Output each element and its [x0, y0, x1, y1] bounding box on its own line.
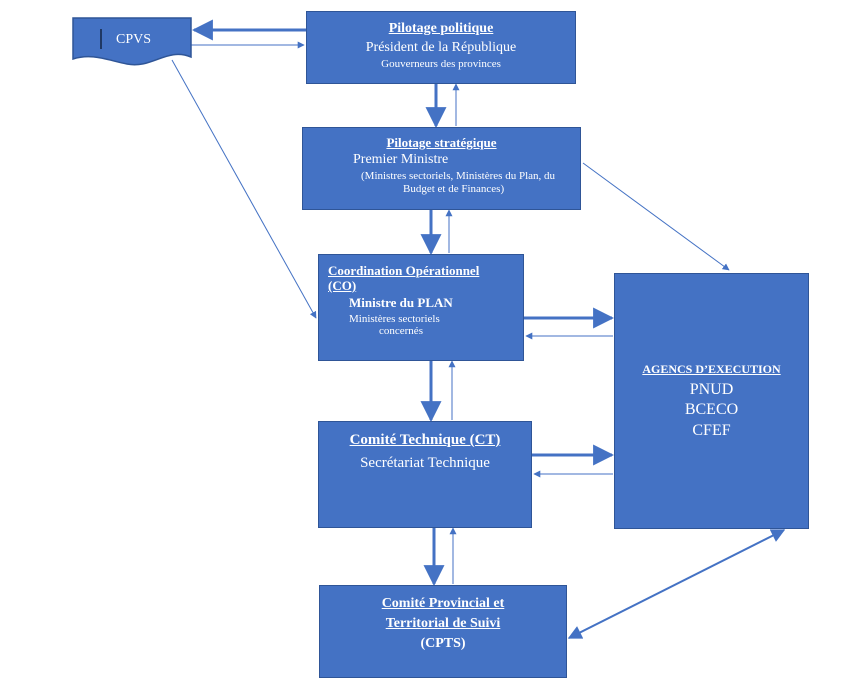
coordination-title-line2: (CO): [328, 277, 357, 293]
pilotage-politique-title: Pilotage politique: [388, 21, 494, 36]
agences-item-cfef: CFEF: [692, 421, 731, 439]
pilotage-strategique-line2: (Ministres sectoriels, Ministères du Pla…: [361, 170, 556, 183]
comite-technique-box: Comité Technique (CT) Secrétariat Techni…: [318, 421, 532, 528]
pilotage-strategique-title: Pilotage stratégique: [386, 135, 497, 150]
pilotage-strategique-line3: Budget et de Finances): [403, 182, 505, 195]
pilotage-politique-box: Pilotage politique Président de la Répub…: [306, 11, 576, 84]
cpvs-node: CPVS: [72, 17, 192, 69]
document-shape-icon: [72, 17, 192, 66]
pilotage-strategique-box: Pilotage stratégique Premier Ministre (M…: [302, 127, 581, 210]
coordination-box: Coordination Opérationnel (CO) Ministre …: [318, 254, 524, 361]
comite-technique-line1: Secrétariat Technique: [360, 455, 490, 472]
pilotage-strategique-line1: Premier Ministre: [353, 151, 449, 167]
coordination-line3: concernés: [379, 325, 423, 338]
cpts-title-line1: Comité Provincial et: [381, 596, 505, 611]
coordination-title-line1: Coordination Opérationnel: [328, 263, 480, 278]
coordination-line2: Ministères sectoriels: [349, 312, 440, 325]
cpvs-label: CPVS: [116, 32, 152, 47]
agences-box: AGENCS D’EXECUTION PNUD BCECO CFEF: [614, 273, 809, 529]
cpts-line1: (CPTS): [420, 636, 466, 652]
cpvs-marker: [100, 29, 102, 49]
arrow-cpvs-to-coordination: [171, 59, 317, 319]
agences-title: AGENCS D’EXECUTION: [642, 362, 781, 376]
comite-technique-title: Comité Technique (CT): [349, 432, 501, 448]
cpts-title-line2: Territorial de Suivi: [385, 616, 501, 632]
arrow-cpts-agences: [567, 529, 786, 639]
cpts-box: Comité Provincial et Territorial de Suiv…: [319, 585, 567, 678]
agences-item-pnud: PNUD: [689, 380, 734, 398]
coordination-line1: Ministre du PLAN: [349, 294, 453, 310]
pilotage-politique-line1: Président de la République: [365, 40, 517, 56]
arrow-strategique-to-agences: [582, 162, 730, 271]
agences-item-bceco: BCECO: [684, 401, 739, 419]
pilotage-politique-line2: Gouverneurs des provinces: [381, 58, 501, 71]
